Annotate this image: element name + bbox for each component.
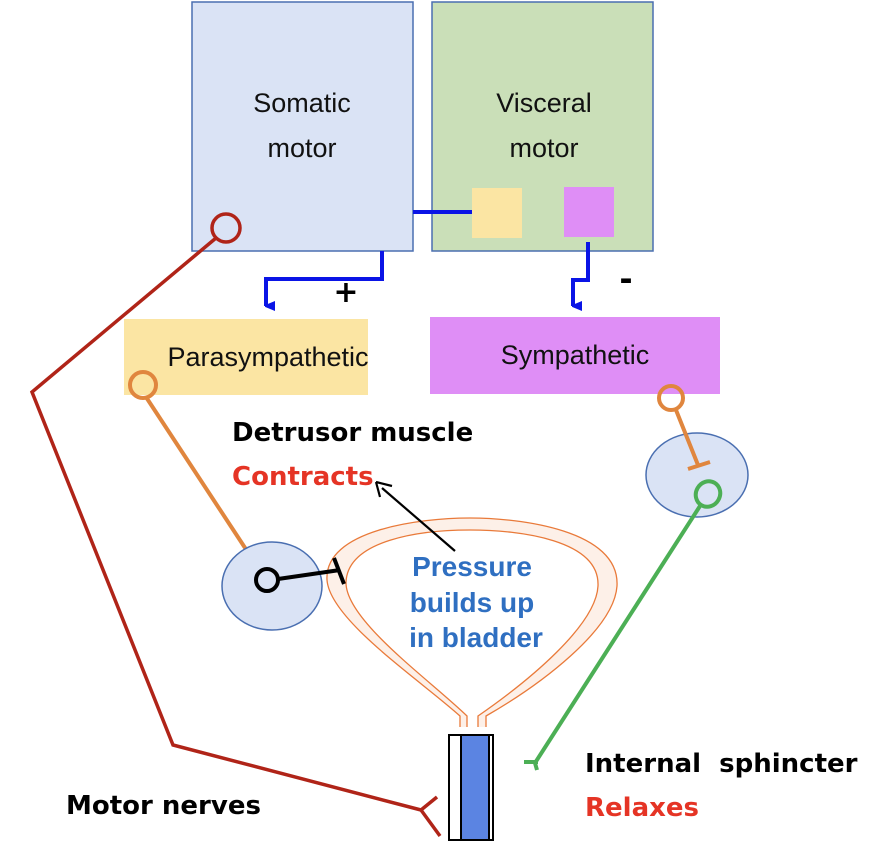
parasympathetic-label: Parasympathetic (167, 342, 368, 372)
internal-sphincter-label: Internal sphincter (585, 749, 858, 779)
arrowhead-icon (374, 480, 393, 498)
postganglionic-soma-icon (254, 567, 280, 593)
somatic-motor-box: Somatic motor (191, 1, 414, 252)
minus-sign: - (619, 260, 632, 298)
detrusor-state-label: Contracts (232, 462, 374, 492)
detrusor-muscle-label: Detrusor muscle (232, 418, 473, 448)
inhibitory-arrow-to-sympathetic (571, 242, 590, 306)
sphincter-state-label: Relaxes (585, 793, 699, 823)
pressure-label-line3: in bladder (409, 622, 543, 653)
sympathetic-nucleus-square (564, 187, 614, 237)
excitatory-arrow-to-parasympathetic (264, 251, 384, 306)
parasympathetic-ganglion (221, 541, 323, 631)
parasympathetic-postganglionic-nerve (254, 557, 346, 593)
somatic-motor-label-line1: Somatic (253, 88, 351, 118)
motor-nerve-path (29, 212, 442, 838)
parasympathetic-soma-icon (128, 370, 158, 400)
somatic-motor-label-line2: motor (267, 133, 336, 163)
visceral-motor-label-line2: motor (509, 133, 578, 163)
sympathetic-label: Sympathetic (501, 340, 650, 370)
pressure-to-contraction-arrow (381, 487, 456, 552)
parasympathetic-box: Parasympathetic (124, 319, 369, 395)
parasympathetic-nucleus-square (472, 188, 522, 238)
sympathetic-postganglionic-nerve (524, 479, 723, 771)
sympathetic-soma-icon (657, 384, 685, 412)
motor-nerves-label: Motor nerves (66, 791, 261, 821)
visceral-motor-label-line1: Visceral (496, 88, 592, 118)
sympathetic-box: Sympathetic (430, 317, 720, 394)
sympathetic-postganglionic-soma-icon (693, 479, 723, 509)
pressure-label-line1: Pressure (412, 551, 532, 582)
motor-neuron-soma-icon (210, 212, 242, 244)
pressure-label-line2: builds up (410, 587, 534, 618)
sympathetic-nerve (657, 384, 711, 471)
sympathetic-ganglion (645, 432, 749, 518)
internal-sphincter (448, 734, 494, 841)
bladder (326, 517, 618, 727)
visceral-motor-box: Visceral motor (431, 1, 654, 252)
plus-sign: + (333, 275, 358, 310)
